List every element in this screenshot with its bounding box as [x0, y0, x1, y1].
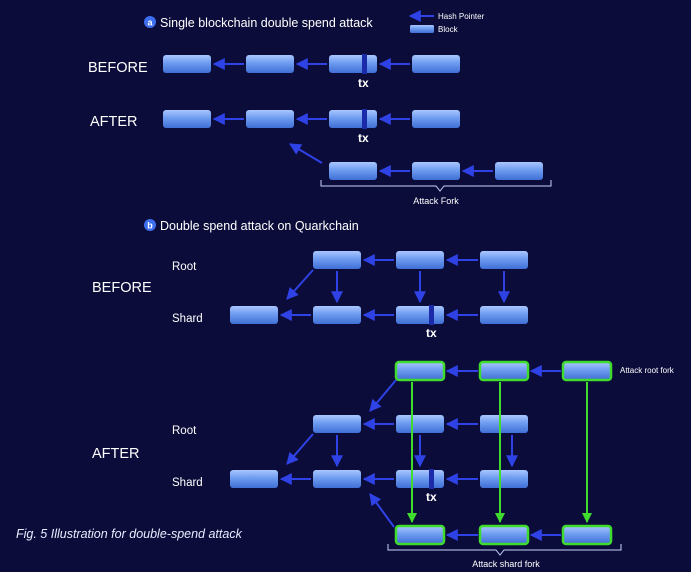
tx-marker [429, 469, 434, 489]
shard-block [313, 470, 361, 488]
attack-root-fork-label: Attack root fork [620, 366, 675, 375]
root-block [396, 415, 444, 433]
tx-label: tx [426, 326, 437, 340]
fork-pointer-arrow [369, 493, 395, 528]
root-block [480, 415, 528, 433]
block [412, 55, 460, 73]
block [246, 110, 294, 128]
block [163, 110, 211, 128]
panel-b-badge-letter: b [147, 221, 153, 231]
attack-fork-bracket [320, 180, 552, 192]
legend-block-label: Block [438, 25, 459, 34]
attack-fork-label: Attack Fork [413, 196, 459, 206]
shard-block [480, 470, 528, 488]
block [163, 55, 211, 73]
tx-label: tx [358, 131, 369, 145]
panel-b-title: Double spend attack on Quarkchain [160, 219, 359, 233]
panel-b-badge [144, 219, 156, 231]
panel-a-badge [144, 16, 156, 28]
root-fork-block [561, 360, 613, 382]
root-fork-block [394, 360, 446, 382]
tx-label: tx [358, 76, 369, 90]
fork-pointer-arrow [288, 143, 323, 164]
panel-b: b Double spend attack on Quarkchain Root… [92, 219, 675, 569]
shard-block [230, 306, 278, 324]
fork-block [495, 162, 543, 180]
root-block [396, 251, 444, 269]
shard-fork-block [394, 524, 446, 546]
fork-block [329, 162, 377, 180]
shard-label: Shard [172, 313, 203, 325]
root-label: Root [172, 425, 197, 437]
attack-shard-fork-label: Attack shard fork [472, 559, 540, 569]
block-with-tx [329, 110, 377, 128]
block [412, 110, 460, 128]
fork-pointer-arrow [369, 379, 397, 412]
panel-a-badge-letter: a [147, 18, 153, 28]
legend: Hash Pointer Block [408, 10, 485, 34]
block-with-tx [329, 55, 377, 73]
shard-fork-block [561, 524, 613, 546]
panel-b-before-label: BEFORE [92, 280, 152, 296]
shard-block-with-tx [396, 306, 444, 324]
panel-a-after-label: AFTER [90, 114, 138, 130]
tx-marker [362, 54, 367, 74]
shard-block-with-tx [396, 470, 444, 488]
tx-marker [429, 305, 434, 325]
shard-fork-block [478, 524, 530, 546]
legend-hash-pointer-label: Hash Pointer [438, 12, 485, 21]
legend-block-swatch [410, 25, 434, 33]
panel-a: a Single blockchain double spend attack … [88, 10, 552, 206]
tx-marker [362, 109, 367, 129]
shard-block [230, 470, 278, 488]
panel-a-title: Single blockchain double spend attack [160, 16, 373, 30]
shard-label: Shard [172, 477, 203, 489]
figure-caption: Fig. 5 Illustration for double-spend att… [16, 527, 243, 541]
attack-shard-fork-bracket [387, 544, 622, 556]
root-to-shard-arrow [286, 269, 314, 300]
root-block [313, 251, 361, 269]
panel-b-after-label: AFTER [92, 446, 140, 462]
shard-block [480, 306, 528, 324]
root-block [313, 415, 361, 433]
shard-block [313, 306, 361, 324]
panel-a-before-label: BEFORE [88, 60, 148, 76]
root-block [480, 251, 528, 269]
tx-label: tx [426, 490, 437, 504]
fork-block [412, 162, 460, 180]
root-fork-block [478, 360, 530, 382]
root-to-shard-arrow [286, 433, 314, 465]
block [246, 55, 294, 73]
root-label: Root [172, 261, 197, 273]
